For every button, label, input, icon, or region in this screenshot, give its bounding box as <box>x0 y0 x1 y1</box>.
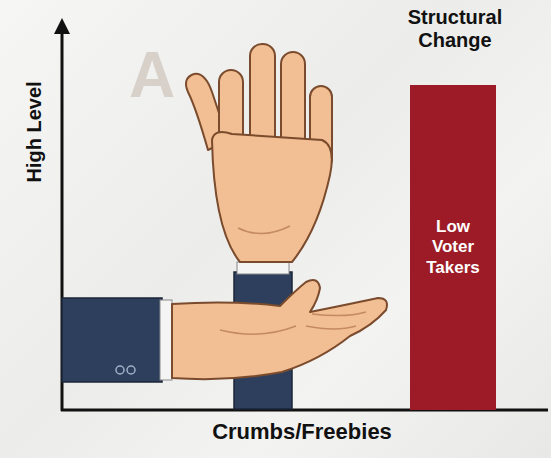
watermark: A <box>129 40 175 110</box>
axis-title: Crumbs/Freebies <box>212 420 392 444</box>
bar-text: Low Voter Takers <box>416 217 490 278</box>
axis-arrowhead <box>54 18 70 34</box>
lower-sleeve <box>62 298 162 382</box>
sleeve-button <box>127 366 135 374</box>
lower-cuff <box>160 300 172 380</box>
raised-cuff <box>237 262 289 274</box>
bar-heading: Structural Change <box>392 6 518 52</box>
lower-hand <box>172 280 387 379</box>
raised-hand <box>186 44 332 262</box>
axis-title: High Level <box>23 81 45 182</box>
sleeve-button <box>116 366 124 374</box>
bar-fill: Low Voter Takers <box>410 85 496 410</box>
bar-node: Structural ChangeLow Voter Takers <box>392 6 518 410</box>
